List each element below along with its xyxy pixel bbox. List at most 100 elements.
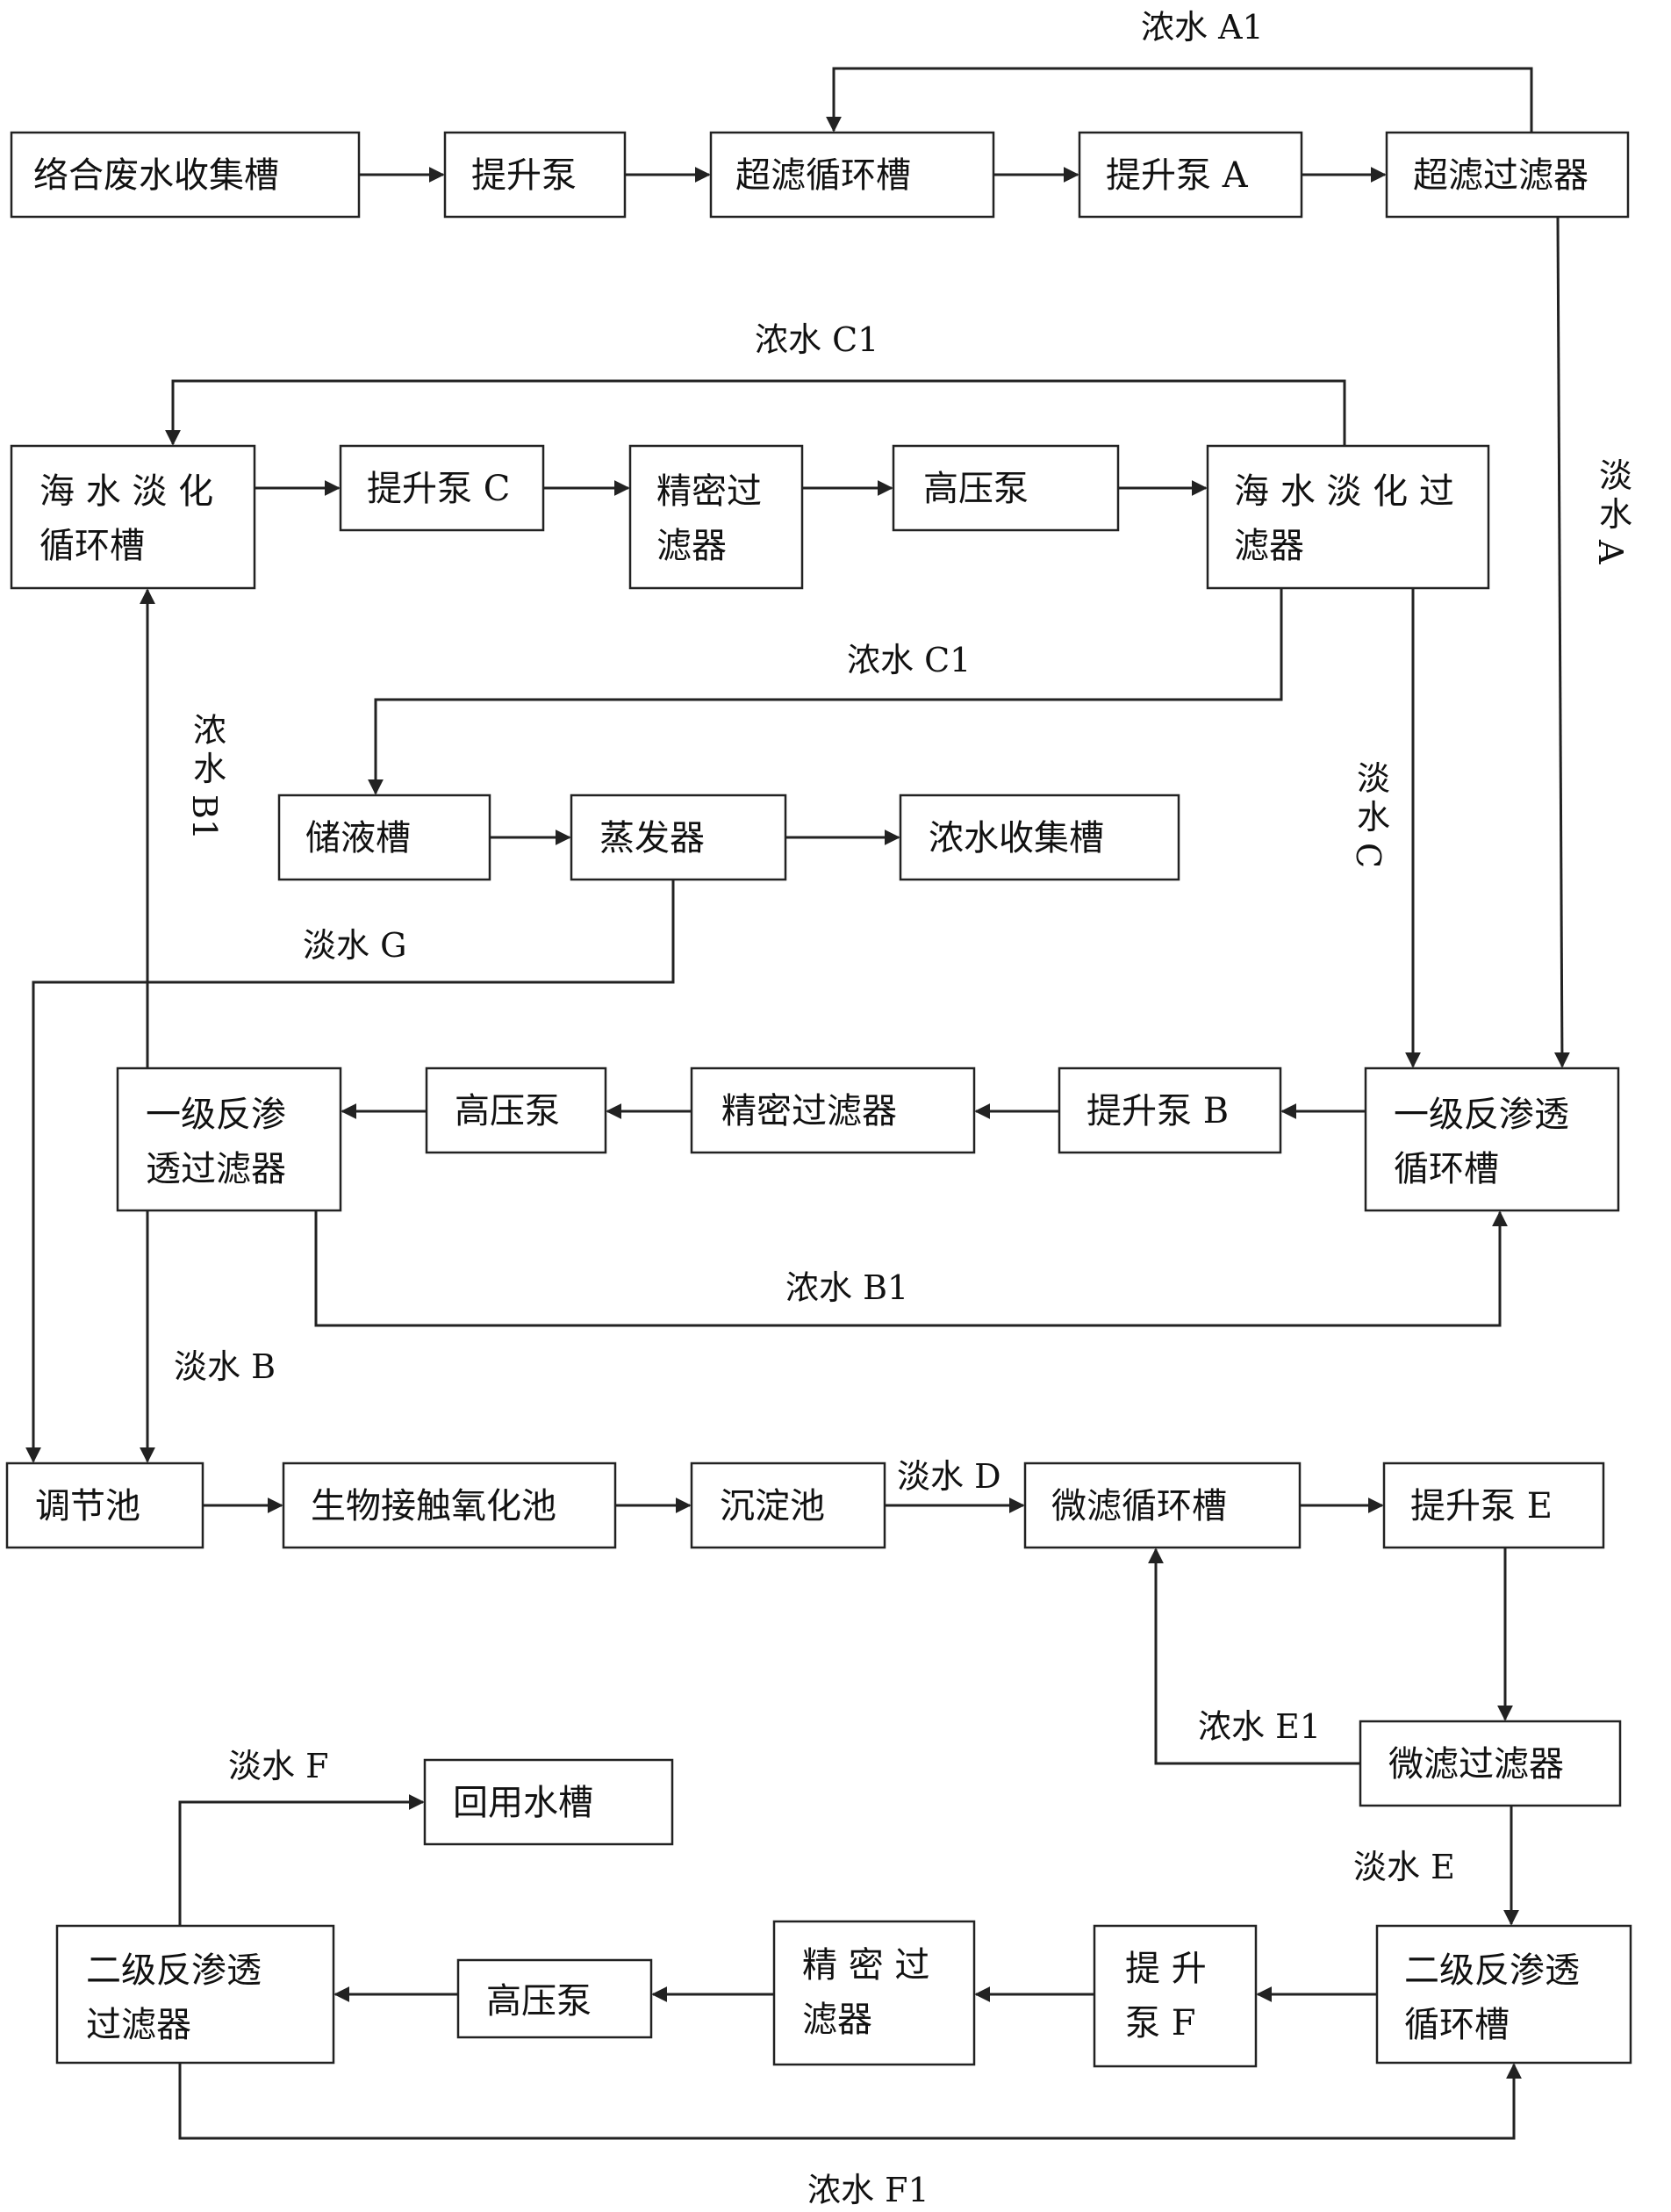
node-text-line: 过滤器 xyxy=(86,2005,191,2045)
box-high-pressure-pump-1: 高压泵 xyxy=(892,444,1120,532)
node-text: 精密过滤器 xyxy=(656,471,762,566)
box-precision-filter-3: 精 密 过滤器 xyxy=(772,1920,976,2066)
node-text: 精 密 过滤器 xyxy=(802,1945,929,2040)
box-precision-filter-1: 精密过滤器 xyxy=(628,444,804,590)
box-desal-circulation-tank: 海 水 淡 化循环槽 xyxy=(10,444,256,590)
node-text-line: 循环槽 xyxy=(1394,1149,1499,1189)
box-lift-pump-a: 提升泵 A xyxy=(1078,131,1303,219)
node-text: 调节池 xyxy=(35,1486,140,1526)
node-text: 提升泵 C xyxy=(367,469,510,509)
node-text-line: 高压泵 xyxy=(455,1091,560,1131)
node-text-line: 循环槽 xyxy=(1404,2005,1510,2045)
label-concentrate-c1-mid: 浓水 C1 xyxy=(847,641,971,679)
label-fresh-a: 淡 水A xyxy=(1591,456,1632,564)
node-text-line: 高压泵 xyxy=(486,1981,592,2022)
node-text: 络合废水收集槽 xyxy=(33,155,279,196)
node-text-line: 二级反渗透 xyxy=(86,1950,262,1991)
node-text: 一级反渗透过滤器 xyxy=(146,1095,286,1189)
box-desal-filter: 海 水 淡 化 过滤器 xyxy=(1206,444,1490,590)
node-text-line: 滤器 xyxy=(656,526,727,566)
node-text: 一级反渗透循环槽 xyxy=(1394,1095,1569,1189)
node-text-line: 高压泵 xyxy=(923,469,1029,509)
label-fresh-b: 淡水 B xyxy=(174,1347,276,1386)
node-text: 精密过滤器 xyxy=(721,1091,897,1131)
label-concentrate-e1: 浓水 E1 xyxy=(1198,1707,1321,1746)
node-text: 回用水槽 xyxy=(453,1783,593,1823)
vlabel-text: 淡 xyxy=(1599,456,1632,495)
node-text: 海 水 淡 化 过滤器 xyxy=(1234,471,1454,566)
arrow-fresh-g xyxy=(25,880,675,1463)
node-text-line: 滤器 xyxy=(1234,526,1304,566)
box-lift-pump-f: 提 升泵 F xyxy=(1093,1924,1258,2068)
label-concentrate-b1-bottom: 浓水 B1 xyxy=(785,1268,908,1307)
node-text: 微滤循环槽 xyxy=(1051,1486,1227,1526)
box-lift-pump-e: 提升泵 E xyxy=(1382,1462,1605,1549)
arrow-concentrate-f1 xyxy=(178,2063,1522,2140)
box-reuse-water-tank: 回用水槽 xyxy=(423,1758,674,1846)
node-text: 生物接触氧化池 xyxy=(311,1486,556,1526)
node-text: 提升泵 A xyxy=(1106,155,1249,196)
node-text-line: 浓水收集槽 xyxy=(929,818,1104,858)
box-uf-circulation-tank: 超滤循环槽 xyxy=(709,131,995,219)
node-text-line: 蒸发器 xyxy=(599,818,705,858)
box-mf-circulation-tank: 微滤循环槽 xyxy=(1023,1462,1302,1549)
node-text-line: 微滤循环槽 xyxy=(1051,1486,1227,1526)
node-text-line: 一级反渗 xyxy=(146,1095,286,1135)
node-text-line: 储液槽 xyxy=(305,818,411,858)
node-text-line: 提升泵 A xyxy=(1106,155,1249,196)
node-text: 蒸发器 xyxy=(599,818,705,858)
node-text-line: 滤器 xyxy=(802,2000,872,2040)
label-fresh-d: 淡水 D xyxy=(897,1457,1001,1496)
arrow-concentrate-e1 xyxy=(1148,1548,1360,1765)
node-text-line: 一级反渗透 xyxy=(1394,1095,1569,1135)
node-text-line: 提升泵 B xyxy=(1087,1091,1229,1131)
label-concentrate-c1-top: 浓水 C1 xyxy=(755,320,879,359)
vlabel-text: 淡 xyxy=(1357,759,1390,798)
box-evaporator: 蒸发器 xyxy=(570,794,787,881)
label-concentrate-f1: 浓水 F1 xyxy=(807,2171,929,2209)
node-text-line: 超滤循环槽 xyxy=(735,155,911,196)
node-text: 高压泵 xyxy=(455,1091,560,1131)
node-text: 二级反渗透过滤器 xyxy=(86,1950,262,2045)
box-uf-filter: 超滤过滤器 xyxy=(1385,131,1630,219)
node-text-line: 超滤过滤器 xyxy=(1413,155,1589,196)
node-text-line: 二级反渗透 xyxy=(1404,1950,1580,1991)
vlabel-text: C xyxy=(1349,843,1388,868)
label-concentrate-a1: 浓水 A1 xyxy=(1141,8,1264,47)
vlabel-text: 水 xyxy=(1357,798,1390,837)
box-high-pressure-pump-2: 高压泵 xyxy=(425,1066,607,1154)
box-mf-filter: 微滤过滤器 xyxy=(1359,1720,1622,1807)
box-lift-pump-b: 提升泵 B xyxy=(1058,1066,1282,1154)
node-text-line: 提升泵 E xyxy=(1410,1486,1553,1526)
label-fresh-g: 淡水 G xyxy=(303,926,406,965)
node-text-line: 生物接触氧化池 xyxy=(311,1486,556,1526)
box-concentrate-collection-tank: 浓水收集槽 xyxy=(899,794,1180,881)
arrow-concentrate-a1 xyxy=(826,67,1533,133)
node-text-line: 精密过滤器 xyxy=(721,1091,897,1131)
node-text: 微滤过滤器 xyxy=(1388,1744,1564,1785)
box-regulating-tank: 调节池 xyxy=(5,1462,204,1549)
node-text-line: 循环槽 xyxy=(39,526,145,566)
node-text: 沉淀池 xyxy=(720,1486,825,1526)
box-storage-tank: 储液槽 xyxy=(277,794,491,881)
node-text: 二级反渗透循环槽 xyxy=(1404,1950,1580,2045)
box-precision-filter-2: 精密过滤器 xyxy=(690,1066,976,1154)
node-text: 提升泵 B xyxy=(1087,1091,1229,1131)
node-text-line: 调节池 xyxy=(35,1486,140,1526)
box-ro2-circulation-tank: 二级反渗透循环槽 xyxy=(1375,1924,1632,2065)
node-text: 提升泵 xyxy=(471,155,577,196)
node-text: 高压泵 xyxy=(486,1981,592,2022)
node-text: 浓水收集槽 xyxy=(929,818,1104,858)
node-text-line: 海 水 淡 化 xyxy=(39,471,213,512)
arrow-fresh-f xyxy=(178,1794,425,1926)
node-text-line: 提 升 xyxy=(1125,1949,1207,1989)
box-high-pressure-pump-3: 高压泵 xyxy=(456,1958,653,2039)
arrow-concentrate-c1-to-storage xyxy=(368,588,1283,795)
node-text-line: 精 密 过 xyxy=(802,1945,929,1986)
node-text: 超滤过滤器 xyxy=(1413,155,1589,196)
node-text-line: 泵 F xyxy=(1125,2003,1195,2043)
label-fresh-f: 淡水 F xyxy=(228,1747,328,1785)
node-text: 提 升泵 F xyxy=(1125,1949,1207,2043)
arrow-fresh-a xyxy=(1553,216,1570,1068)
